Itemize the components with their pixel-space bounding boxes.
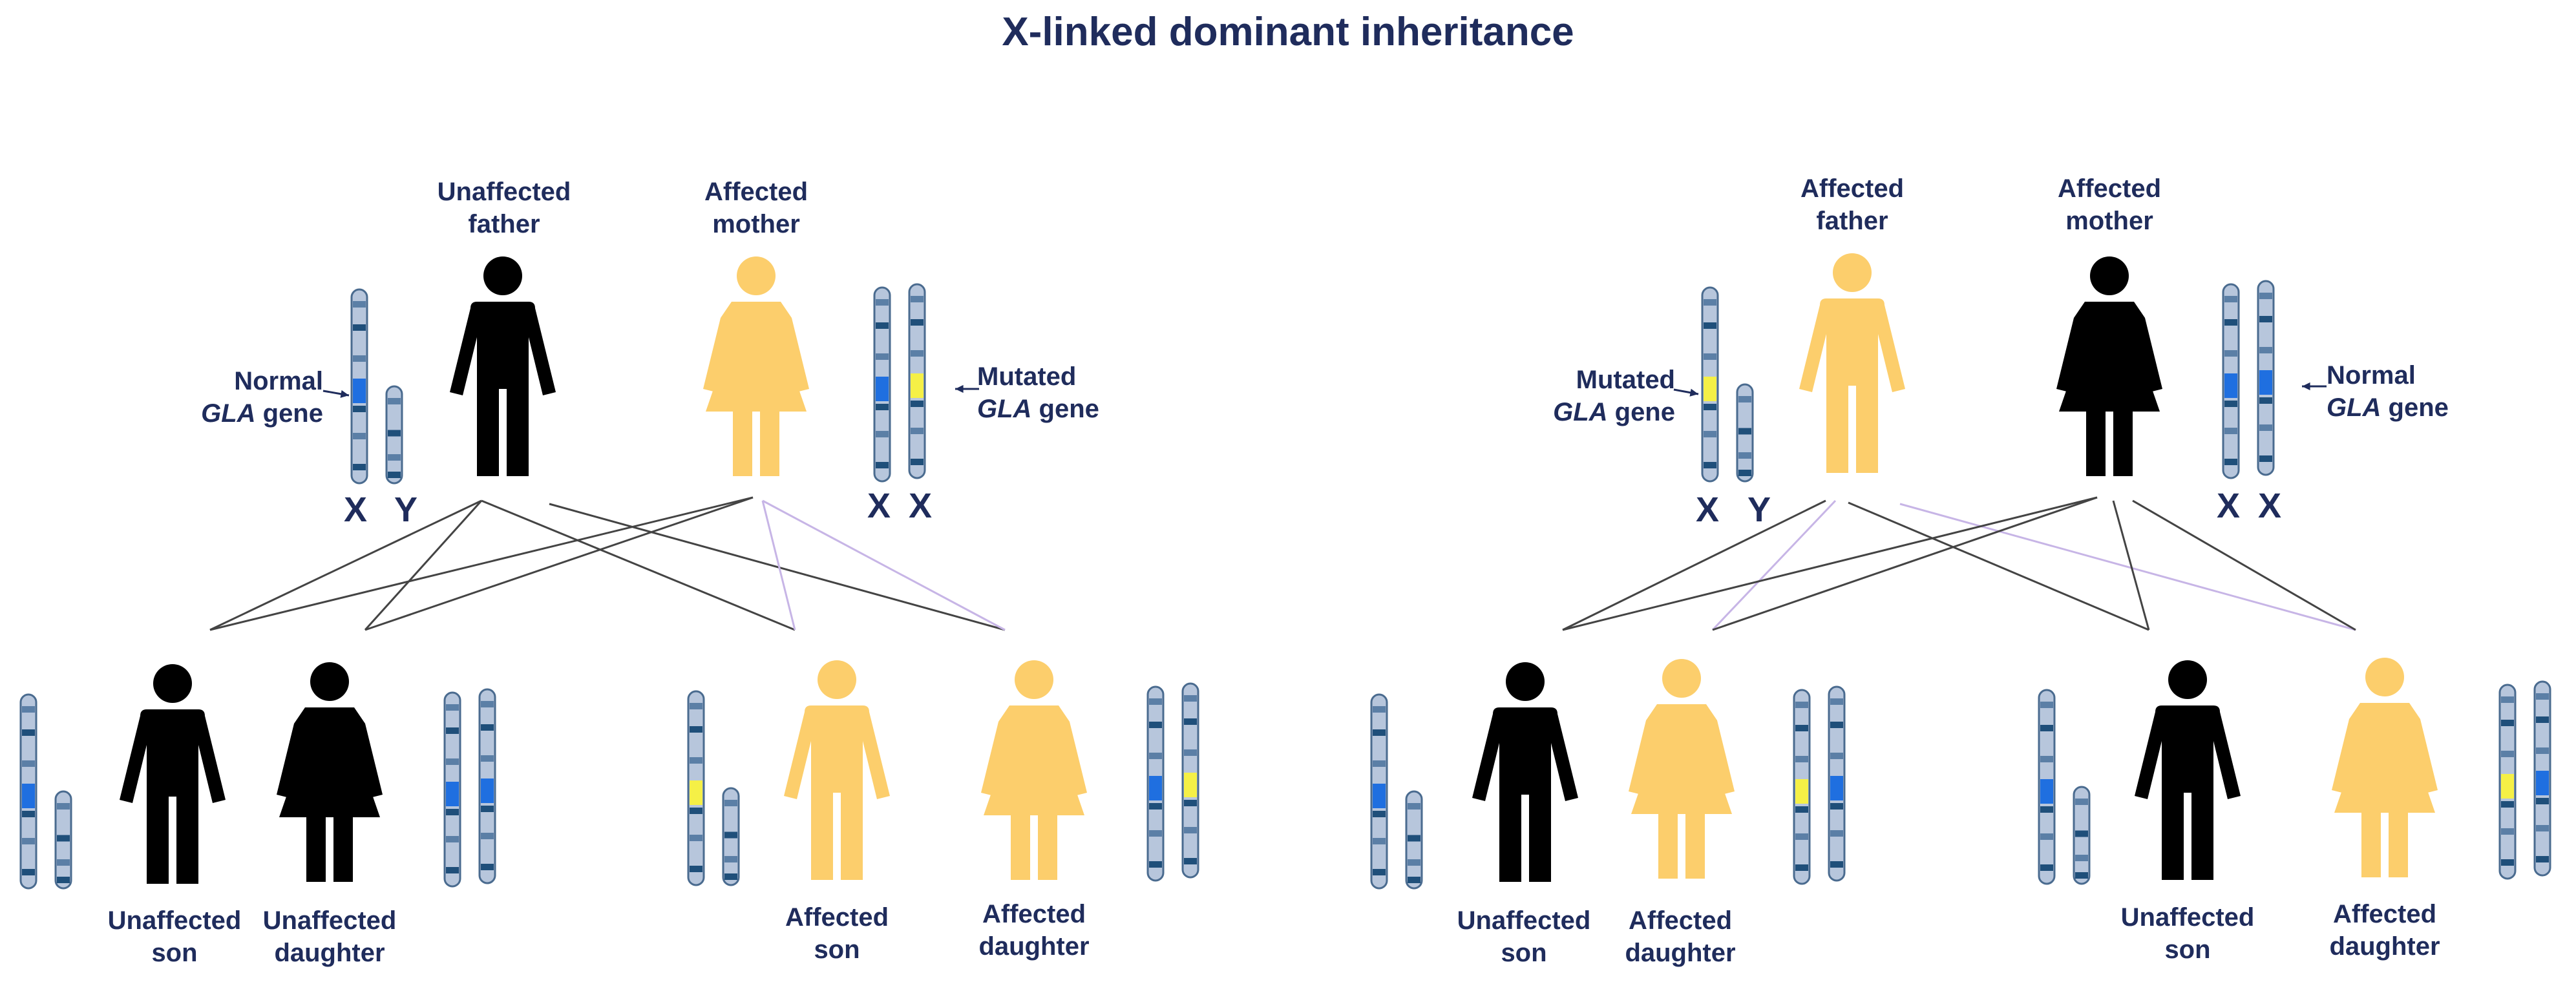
left-father-gene-arrow-head bbox=[340, 390, 349, 398]
left-daughter1-chromosomes-x1 bbox=[443, 691, 461, 888]
left-son2-figure bbox=[784, 660, 890, 880]
left-line-m-c1 bbox=[209, 496, 754, 631]
left-mother-chrom-x2: X bbox=[908, 486, 933, 525]
right-line-m-c4 bbox=[2132, 499, 2356, 631]
right-daughter1-chromosomes-x2 bbox=[1828, 685, 1846, 882]
right-line-f-c3 bbox=[1848, 501, 2149, 631]
right-daughter1-chromosomes-x1 bbox=[1793, 689, 1811, 885]
left-line-f-c2 bbox=[364, 499, 483, 631]
left-mother-gene-arrow-head bbox=[955, 384, 964, 393]
left-father-chromosomes-x bbox=[350, 288, 368, 485]
left-mother-chrom-x1: X bbox=[867, 486, 891, 525]
right-son1-chromosomes-y bbox=[1405, 790, 1423, 890]
right-son2-figure bbox=[2135, 660, 2241, 880]
left-mother-figure bbox=[703, 256, 809, 476]
left-daughter2-chromosomes-x2 bbox=[1181, 682, 1199, 879]
left-mother-chromosomes-x2 bbox=[908, 283, 926, 479]
left-line-f-c4 bbox=[549, 503, 1006, 631]
left-daughter1-chromosomes-x2 bbox=[478, 688, 496, 884]
left-son1-chromosomes-x bbox=[19, 693, 37, 890]
left-line-m-c2 bbox=[364, 496, 754, 631]
right-son2-chromosomes-x bbox=[2038, 689, 2056, 885]
right-mother-figure bbox=[2056, 256, 2162, 476]
right-father-gene-arrow-head bbox=[1689, 388, 1698, 397]
right-daughter1-figure bbox=[1629, 659, 1735, 879]
right-son1-chromosomes-x bbox=[1370, 693, 1388, 890]
left-line-f-c3 bbox=[481, 499, 796, 631]
right-daughter2-figure bbox=[2332, 658, 2438, 877]
left-daughter2-chromosomes-x1 bbox=[1146, 685, 1165, 882]
left-daughter2-figure bbox=[981, 660, 1087, 880]
right-father-chromosomes-x bbox=[1701, 286, 1719, 483]
left-father-chrom-x: X bbox=[343, 490, 368, 529]
right-father-chrom-x: X bbox=[1695, 490, 1720, 529]
right-daughter2-chromosomes-x1 bbox=[2498, 684, 2517, 880]
left-son1-chromosomes-y bbox=[54, 790, 72, 890]
right-father-figure bbox=[1799, 253, 1905, 473]
right-line-m-c2 bbox=[1712, 496, 2098, 631]
right-mother-chromosomes-x2 bbox=[2257, 280, 2275, 476]
right-son1-figure bbox=[1472, 662, 1578, 882]
left-line-m-c3 bbox=[761, 500, 796, 631]
right-mother-gene-arrow-head bbox=[2302, 382, 2310, 391]
left-son2-chromosomes-y bbox=[722, 787, 740, 886]
left-mother-chromosomes-x1 bbox=[873, 286, 891, 483]
right-father-chromosomes-y bbox=[1736, 383, 1754, 483]
right-line-f-c4 bbox=[1899, 503, 2356, 631]
right-line-m-c1 bbox=[1562, 496, 2098, 631]
right-line-m-c3 bbox=[2112, 500, 2150, 631]
left-line-f-c1 bbox=[209, 499, 482, 631]
left-line-m-c4 bbox=[762, 499, 1006, 631]
left-son2-chromosomes-x bbox=[687, 690, 705, 886]
right-mother-chrom-x2: X bbox=[2257, 486, 2282, 525]
left-daughter1-figure bbox=[277, 662, 383, 882]
right-mother-chromosomes-x1 bbox=[2222, 283, 2240, 479]
diagram-title: X-linked dominant inheritance bbox=[1002, 10, 1574, 54]
right-father-chrom-y: Y bbox=[1747, 490, 1771, 529]
left-father-chromosomes-y bbox=[385, 385, 403, 485]
left-father-figure bbox=[450, 256, 556, 476]
right-line-f-c1 bbox=[1562, 499, 1826, 631]
right-mother-chrom-x1: X bbox=[2216, 486, 2241, 525]
left-son1-figure bbox=[120, 664, 226, 884]
left-father-chrom-y: Y bbox=[394, 490, 418, 529]
right-daughter2-chromosomes-x2 bbox=[2533, 680, 2551, 877]
right-line-f-c2 bbox=[1711, 499, 1837, 631]
right-son2-chromosomes-y bbox=[2073, 786, 2091, 885]
